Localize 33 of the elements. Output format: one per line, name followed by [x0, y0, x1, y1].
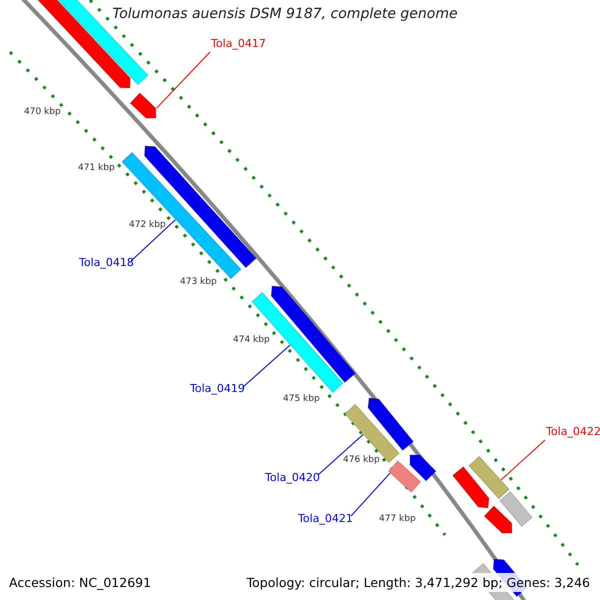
gene-feature-bar [270, 285, 356, 384]
gene-feature-bar [484, 505, 512, 534]
gene-feature-bar [468, 456, 510, 500]
scale-label: 471 kbp [78, 163, 115, 174]
scale-label: 472 kbp [129, 220, 166, 231]
gene-feature-bar [130, 92, 156, 119]
gene-label: Tola_0419 [190, 382, 245, 395]
leader-line [500, 440, 546, 480]
leader-line [156, 52, 210, 109]
gene-feature-bar [410, 454, 437, 482]
gene-label: Tola_0420 [265, 471, 320, 484]
gene-label: Tola_0417 [211, 37, 266, 50]
leader-line [242, 344, 290, 388]
scale-label: 477 kbp [379, 514, 416, 525]
gene-feature-bar [452, 466, 490, 509]
scale-label: 473 kbp [180, 277, 217, 288]
gene-feature-bar [499, 490, 533, 528]
leader-line [318, 434, 364, 476]
leader-line [130, 219, 176, 262]
gene-feature-bar [388, 460, 422, 493]
gene-feature-bar [367, 397, 414, 452]
scale-label: 476 kbp [343, 455, 380, 466]
gene-label: Tola_0421 [298, 512, 353, 525]
gene-feature-bar [144, 145, 257, 268]
scale-label: 474 kbp [233, 335, 270, 346]
gene-label: Tola_0418 [79, 256, 134, 269]
gene-label: Tola_0422 [546, 425, 600, 438]
leader-line [350, 472, 390, 516]
diagram-title: Tolumonas auensis DSM 9187, complete genome [111, 6, 459, 22]
gene-feature-bar [251, 292, 344, 394]
gene-feature-bar [344, 404, 400, 464]
scale-label: 475 kbp [283, 394, 320, 405]
scale-label: 470 kbp [24, 107, 61, 118]
